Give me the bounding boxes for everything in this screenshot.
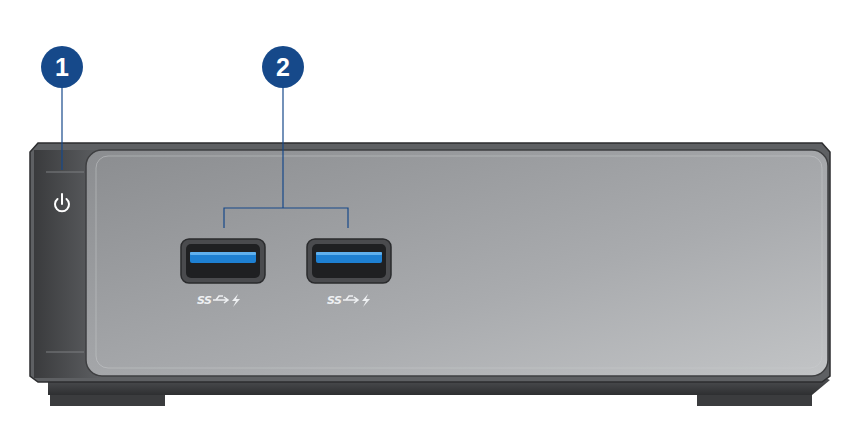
bezel-edge [46, 172, 84, 173]
callout-number: 2 [276, 55, 290, 80]
bezel-edge [46, 352, 84, 353]
power-icon [55, 194, 69, 211]
housing [30, 143, 830, 382]
usb-logo-text: SS [197, 295, 211, 306]
front-panel [86, 150, 828, 376]
panel-highlight [96, 156, 822, 368]
callout-circle [262, 46, 304, 88]
leader-line [61, 88, 62, 170]
usb-logo-text: SS [327, 295, 341, 306]
leader-bracket [224, 88, 348, 228]
usb-port [181, 239, 265, 283]
charge-bolt [232, 294, 370, 307]
usb-port [307, 239, 391, 283]
callout-circle [41, 46, 83, 88]
callout-number: 1 [55, 55, 69, 80]
